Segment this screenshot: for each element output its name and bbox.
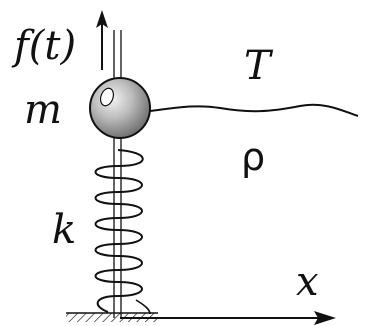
stiffness-label: k (52, 207, 77, 253)
coil-spring (94, 149, 144, 313)
tension-label: T (244, 43, 271, 89)
force-arrowhead (96, 10, 108, 28)
force-label: f(t) (14, 23, 77, 69)
density-label: ρ (241, 135, 266, 179)
x-axis-label: x (296, 259, 319, 305)
spring-end (135, 299, 151, 315)
x-axis-arrowhead (314, 311, 336, 325)
string (149, 103, 359, 117)
mass-label: m (24, 87, 62, 133)
mass-ball (89, 77, 151, 139)
mass-highlight (99, 87, 115, 107)
ground-hatching (66, 313, 158, 322)
